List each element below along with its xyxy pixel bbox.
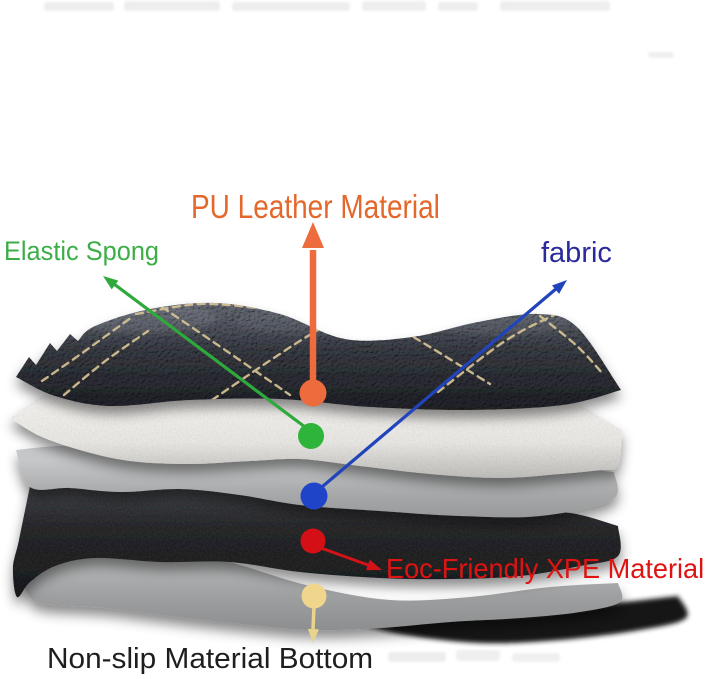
xpe-arrow-shaft [320,546,369,567]
watermark-smudge [456,650,500,661]
fabric-arrow-shaft [314,286,559,494]
stitch-line [538,314,605,376]
marker-dots [298,379,328,609]
fabric-layer [16,445,618,518]
fabric-dot [300,482,328,510]
stitch-line [62,329,150,397]
watermark-smudge [124,1,220,11]
label-pu-leather: PU Leather Material [191,188,440,225]
watermark-smudge [648,52,674,58]
watermark-smudge [500,1,610,11]
non-slip-arrow-head [307,628,319,643]
watermark-smudge [232,2,350,11]
elastic-sponge-arrow-shaft [113,282,310,432]
label-xpe-material: Eoc-Friendly XPE Material [386,553,705,584]
pu-leather-arrow-head [302,222,324,248]
watermark-smudge [362,1,426,11]
watermark-smudge [388,652,446,662]
elastic-sponge-arrow-head [103,276,119,290]
fabric-arrow [314,280,567,494]
watermark-smudge [44,2,114,11]
watermark-smudge [438,2,478,11]
watermark-smudge [512,653,560,662]
label-fabric: fabric [541,237,612,269]
stitch-line [40,315,134,383]
pu-leather-arrow [302,222,324,388]
label-elastic-sponge: Elastic Spong [4,236,160,266]
elastic-sponge-dot [298,423,324,449]
non-slip-arrow [307,605,319,643]
elastic-sponge-arrow [103,276,310,432]
stitch-line [436,312,558,394]
non-slip-dot [301,583,327,609]
pu-leather-dot [299,379,327,407]
non-slip-arrow-shaft [311,605,316,630]
fabric-arrow-head [552,280,567,294]
xpe-dot [300,528,326,554]
callout-arrows [103,222,567,643]
label-non-slip: Non-slip Material Bottom [47,643,374,675]
xpe-arrow [320,546,382,571]
stitch-line [160,305,292,397]
xpe-arrow-head [366,559,382,571]
